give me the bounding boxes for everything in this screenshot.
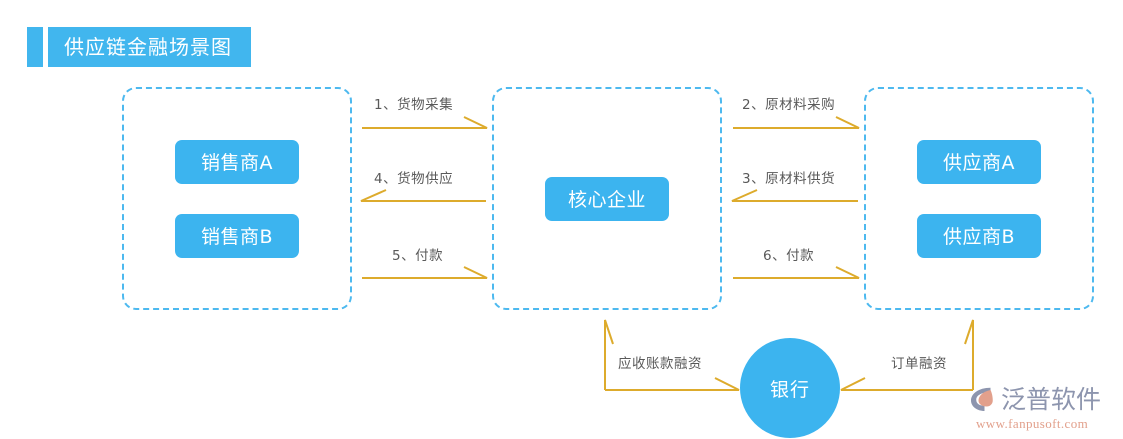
arrow-goods-collection [362,116,488,129]
flow-label-accounts-receivable-financing: 应收账款融资 [618,356,702,372]
title-gap [43,27,48,67]
node-bank-label: 银行 [769,378,810,401]
flow-label-goods-supply: 4、货物供应 [374,171,454,187]
node-seller-a[interactable]: 销售商A [175,139,299,184]
flow-label-goods-collection: 1、货物采集 [374,97,454,113]
flow-label-payment-right: 6、付款 [763,248,815,264]
sellers-group: 销售商A 销售商B [122,87,352,310]
arrow-payment-left-column [362,266,488,279]
node-core-enterprise-label: 核心企业 [567,189,646,211]
arrow-payment-right-column [733,266,860,279]
arrow-raw-material-purchase [733,116,860,129]
watermark-logo: 泛普软件 www.fanpusoft.com [968,383,1118,433]
flow-label-raw-material-supply: 3、原材料供货 [742,171,836,187]
logo-company-name: 泛普软件 [1001,384,1102,414]
arrow-goods-supply [360,189,486,202]
fanpu-logo-icon [971,387,993,411]
node-core-enterprise[interactable]: 核心企业 [545,176,669,221]
core-enterprise-group: 核心企业 [492,87,722,310]
title-accent-bar [27,27,43,67]
flow-label-order-financing: 订单融资 [891,356,947,372]
node-supplier-a-label: 供应商A [943,152,1015,174]
node-supplier-b[interactable]: 供应商B [917,213,1041,258]
node-seller-b-label: 销售商B [200,226,274,248]
node-bank[interactable]: 银行 [740,338,840,438]
node-seller-b[interactable]: 销售商B [175,213,299,258]
node-supplier-b-label: 供应商B [942,226,1016,248]
arrow-raw-material-supply [731,189,858,202]
title-block: 供应链金融场景图 [48,27,251,67]
node-seller-a-label: 销售商A [201,152,273,174]
page-title: 供应链金融场景图 [64,35,232,59]
suppliers-group: 供应商A 供应商B [864,87,1094,310]
flow-label-payment-left: 5、付款 [392,248,444,264]
flow-label-raw-material-purchase: 2、原材料采购 [742,97,836,113]
page-title-banner: 供应链金融场景图 [27,27,251,67]
node-supplier-a[interactable]: 供应商A [917,139,1041,184]
logo-website-url: www.fanpusoft.com [976,416,1089,431]
